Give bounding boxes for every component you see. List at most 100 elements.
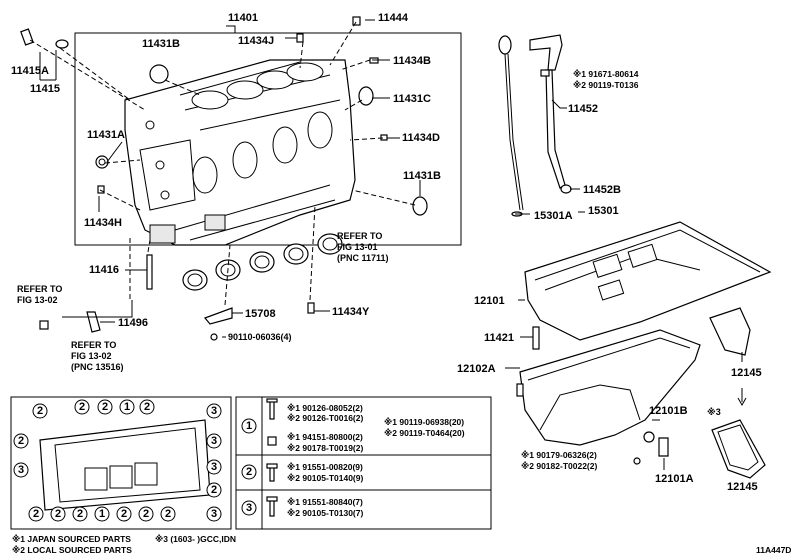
label-11431b-right: 11431B bbox=[403, 170, 441, 182]
label-12101: 12101 bbox=[474, 295, 505, 307]
bolt-map-number: 2 bbox=[165, 508, 171, 520]
footer-code: 11A447D bbox=[756, 545, 791, 555]
bolt-map-circle bbox=[138, 506, 154, 522]
label-11415: 11415 bbox=[30, 83, 60, 95]
refer-2-line2: FIG 13-02 bbox=[17, 295, 58, 305]
oil-strainer bbox=[709, 307, 751, 407]
bolt-map-number: 2 bbox=[18, 435, 24, 447]
refer-3-line2: FIG 13-02 bbox=[71, 351, 112, 361]
bolt-map-number: 3 bbox=[211, 461, 217, 473]
bolt-map-circle bbox=[160, 506, 176, 522]
bolt-map-circle bbox=[74, 399, 90, 415]
label-12101a: 12101A bbox=[655, 473, 694, 485]
bolt-map-number: 2 bbox=[55, 508, 61, 520]
bolt-map-number: 2 bbox=[102, 401, 108, 413]
refer-3-line3: (PNC 13516) bbox=[71, 362, 124, 372]
bolt-map-number: 3 bbox=[211, 435, 217, 447]
refer-1-line3: (PNC 11711) bbox=[337, 253, 389, 263]
legend-r2-a: ※1 91551-00820(9) bbox=[287, 462, 363, 472]
label-11434d: 11434D bbox=[402, 132, 440, 144]
bolt-map-number: 2 bbox=[143, 508, 149, 520]
label-11452b: 11452B bbox=[583, 184, 621, 196]
legend-r1-c: ※1 94151-80800(2) bbox=[287, 432, 363, 442]
bolt-map-number: 2 bbox=[144, 401, 150, 413]
label-star3: ※3 bbox=[707, 407, 721, 417]
label-12102a: 12102A bbox=[457, 363, 496, 375]
label-11434j: 11434J bbox=[238, 35, 274, 47]
legend-r3-b: ※2 90105-T0130(7) bbox=[287, 508, 363, 518]
legend-key-3: 3 bbox=[246, 502, 252, 514]
legend-key-2: 2 bbox=[246, 466, 252, 478]
bolt-map-number: 2 bbox=[121, 508, 127, 520]
bolt-map-circle bbox=[13, 462, 29, 478]
refer-1-line2: FIG 13-01 bbox=[337, 242, 378, 252]
bolt-map-circle bbox=[206, 506, 222, 522]
label-11434b: 11434B bbox=[393, 55, 431, 67]
bolt-map-circle bbox=[119, 399, 135, 415]
bolt-map-number: 2 bbox=[211, 484, 217, 496]
label-11401: 11401 bbox=[228, 12, 258, 24]
label-11415a: 11415A bbox=[11, 65, 49, 77]
bolt-map-number: 2 bbox=[33, 508, 39, 520]
oil-strainer-alt bbox=[711, 419, 766, 479]
bolt-map-circle bbox=[206, 403, 222, 419]
dipstick-bolt-2: ※2 90119-T0136 bbox=[573, 80, 639, 90]
footer-note-3: ※3 (1603- )GCC,IDN bbox=[155, 534, 236, 544]
label-15301: 15301 bbox=[588, 205, 619, 217]
label-11421: 11421 bbox=[484, 332, 514, 344]
legend-r1-d: ※2 90178-T0019(2) bbox=[287, 443, 363, 453]
label-11496: 11496 bbox=[118, 317, 148, 329]
oil-pan-lower bbox=[505, 326, 701, 446]
footer-note-2: ※2 LOCAL SOURCED PARTS bbox=[12, 545, 132, 555]
bolt-map-circle bbox=[206, 433, 222, 449]
legend-r1-a: ※1 90126-08052(2) bbox=[287, 403, 363, 413]
leader-lines bbox=[39, 19, 421, 338]
bolt-map-circle bbox=[28, 506, 44, 522]
refer-2-line1: REFER TO bbox=[17, 284, 62, 294]
drain-bolt-1: ※1 90179-06326(2) bbox=[521, 450, 597, 460]
bolt-map-circle bbox=[206, 459, 222, 475]
label-11431a: 11431A bbox=[87, 129, 125, 141]
bolt-map-number: 3 bbox=[211, 405, 217, 417]
block-leader-lines bbox=[29, 21, 416, 306]
bolt-map-circle bbox=[94, 506, 110, 522]
bolt-location-map bbox=[10, 396, 232, 530]
pan-bolt-1: ※1 90119-06938(20) bbox=[384, 417, 464, 427]
label-12145-top: 12145 bbox=[731, 367, 762, 379]
legend-r3-a: ※1 91551-80840(7) bbox=[287, 497, 363, 507]
drain-plug bbox=[633, 419, 669, 470]
label-12101b: 12101B bbox=[649, 405, 688, 417]
label-11431b-top: 11431B bbox=[142, 38, 180, 50]
small-block-parts bbox=[20, 16, 428, 341]
bolt-map-circle bbox=[206, 482, 222, 498]
legend-r1-b: ※2 90126-T0016(2) bbox=[287, 413, 363, 423]
bolt-map-number: 1 bbox=[124, 401, 130, 413]
bolt-map-circle bbox=[139, 399, 155, 415]
label-90110: 90110-06036(4) bbox=[228, 332, 292, 342]
dipstick-bolt-1: ※1 91671-80614 bbox=[573, 69, 639, 79]
bolt-map-circle bbox=[50, 506, 66, 522]
pan-bolt-2: ※2 90119-T0464(20) bbox=[384, 428, 465, 438]
bolt-map-number: 2 bbox=[79, 401, 85, 413]
drain-bolt-2: ※2 90182-T0022(2) bbox=[521, 461, 597, 471]
bolt-map-circle bbox=[72, 506, 88, 522]
legend-r2-b: ※2 90105-T0140(9) bbox=[287, 473, 363, 483]
label-12145-bottom: 12145 bbox=[727, 481, 758, 493]
label-15301a: 15301A bbox=[534, 210, 573, 222]
bolt-map-circle bbox=[116, 506, 132, 522]
block-group-frame bbox=[74, 32, 462, 246]
label-11444: 11444 bbox=[378, 12, 409, 24]
refer-3-line1: REFER TO bbox=[71, 340, 116, 350]
footer-note-1: ※1 JAPAN SOURCED PARTS bbox=[12, 534, 131, 544]
bolt-map-number: 2 bbox=[37, 405, 43, 417]
label-11431c: 11431C bbox=[393, 93, 431, 105]
oil-pan-upper bbox=[518, 221, 772, 341]
label-11434h: 11434H bbox=[84, 217, 122, 229]
bolt-map-number: 2 bbox=[77, 508, 83, 520]
bolt-map-number: 1 bbox=[99, 508, 105, 520]
bolt-map-circle bbox=[32, 403, 48, 419]
bolt-map-number: 3 bbox=[211, 508, 217, 520]
legend-key-1: 1 bbox=[246, 420, 252, 432]
